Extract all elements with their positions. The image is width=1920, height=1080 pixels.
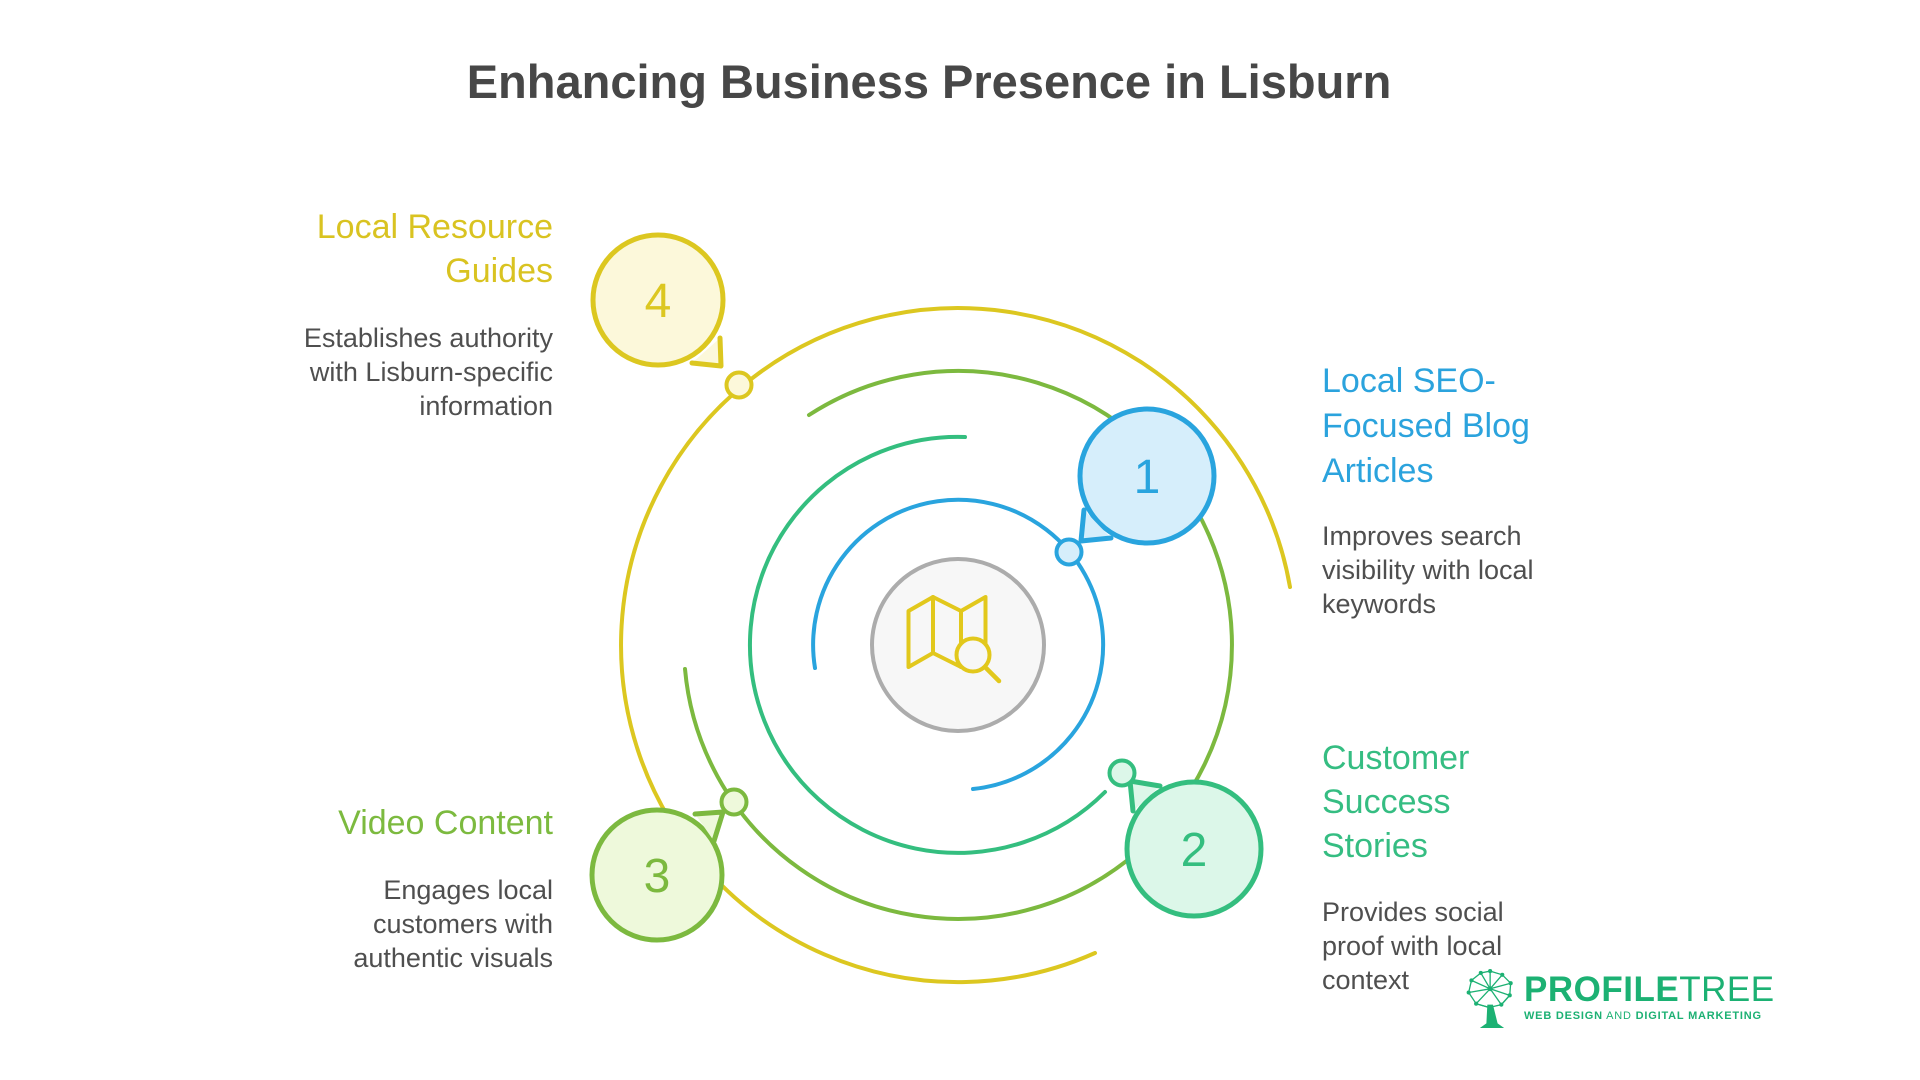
bubble-tail-4 (689, 335, 724, 369)
step3-heading: Video Content (338, 804, 553, 842)
logo-text: PROFILETREE WEB DESIGN AND DIGITAL MARKE… (1524, 972, 1775, 1022)
step-number-1: 1 (1134, 451, 1161, 504)
spiral-arc-inner-blue (811, 497, 1106, 791)
step2-heading: Customer Success Stories (1322, 739, 1470, 865)
bubble-tail-3 (692, 809, 726, 844)
bubble-circle-2 (1124, 779, 1264, 919)
logo-tagline: WEB DESIGN AND DIGITAL MARKETING (1524, 1010, 1762, 1022)
step-number-2: 2 (1181, 824, 1208, 877)
step-node-4 (724, 370, 754, 400)
spiral-arc-outer-yellow (619, 306, 1292, 985)
step-node-3 (719, 787, 749, 817)
step-bubble-4: 4 (590, 232, 726, 369)
magnifier-handle (982, 664, 1002, 684)
step-bubble-2: 2 (1124, 778, 1264, 919)
step-bubble-1: 1 (1077, 406, 1217, 546)
bubble-circle-4 (590, 232, 726, 368)
step-number-4: 4 (645, 275, 672, 328)
step-bubble-3: 3 (589, 807, 726, 943)
step2-description: Provides social proof with local context (1322, 897, 1504, 995)
bubble-tail-1 (1078, 507, 1114, 544)
step3-description: Engages local customers with authentic v… (353, 875, 553, 973)
logo-brand-tree: TREE (1679, 970, 1775, 1009)
bubble-circle-3 (589, 807, 725, 943)
step4-description: Establishes authority with Lisburn-speci… (303, 323, 553, 421)
spiral-arc-grass-green (683, 369, 1234, 921)
page-title: Enhancing Business Presence in Lisburn (466, 55, 1392, 108)
step1-heading: Local SEO- Focused Blog Articles (1322, 362, 1530, 490)
step1-description: Improves search visibility with local ke… (1322, 521, 1534, 619)
bubble-circle-1 (1077, 406, 1217, 546)
logo-brand: PROFILETREE (1524, 972, 1775, 1007)
step-node-1 (1054, 537, 1084, 567)
spiral-arc-emerald (747, 434, 1107, 855)
step4-heading: Local Resource Guides (316, 208, 553, 290)
map-search-icon (906, 595, 1002, 684)
logo-tree-icon (1466, 969, 1513, 1028)
logo-brand-profile: PROFILE (1524, 970, 1680, 1009)
step-number-3: 3 (644, 850, 671, 903)
magnifier-lens (954, 636, 992, 674)
step-node-2 (1107, 758, 1137, 788)
profiletree-logo: PROFILETREE WEB DESIGN AND DIGITAL MARKE… (1464, 969, 1794, 1039)
